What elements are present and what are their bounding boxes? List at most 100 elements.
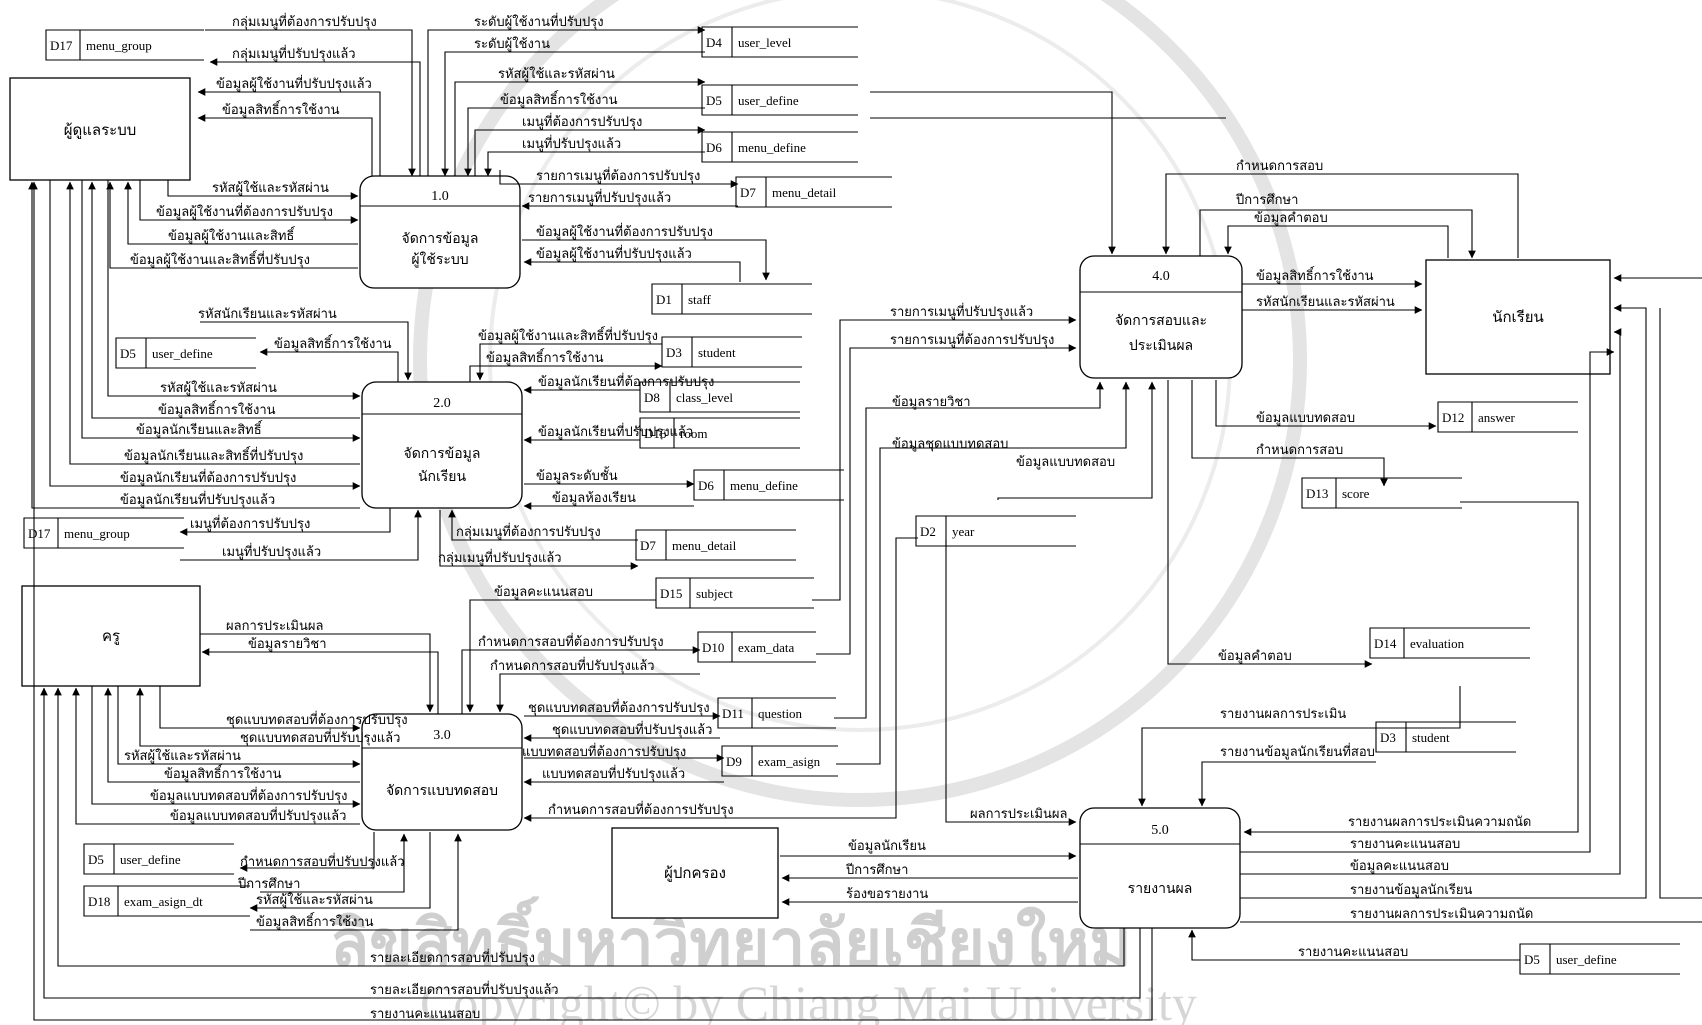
flow-label: รายละเอียดการสอบที่ปรับปรุงแล้ว xyxy=(370,981,559,998)
data-store-id: D14 xyxy=(1374,636,1397,651)
watermark-line2: Copyright© by Chiang Mai University xyxy=(420,975,1197,1025)
process-3[interactable]: 3.0 จัดการแบบทดสอบ xyxy=(361,713,523,831)
flow-label: กลุ่มเมนูที่ต้องการปรับปรุง xyxy=(456,523,601,540)
flow-label: ข้อมูลระดับชั้น xyxy=(536,466,618,484)
flow-label: ข้อมูลแบบทดสอบ xyxy=(1256,410,1355,426)
flow-lines xyxy=(28,26,1702,1021)
flow-label: รายการเมนูที่ต้องการปรับปรุง xyxy=(536,167,700,184)
flow-label: รายงานข้อมูลนักเรียนที่สอบ xyxy=(1220,743,1375,760)
flow-label: ชุดแบบทดสอบที่ปรับปรุงแล้ว xyxy=(552,721,712,738)
flow-label: เมนูที่ปรับปรุงแล้ว xyxy=(522,135,621,152)
flow-label: กำหนดการสอบที่ต้องการปรับปรุง xyxy=(548,801,734,818)
entity-teacher-box[interactable] xyxy=(21,585,201,687)
flow-label: ระดับผู้ใช้งาน xyxy=(474,36,550,52)
flow-label: ข้อมูลนักเรียนที่ปรับปรุงแล้ว xyxy=(120,491,275,508)
data-store-name: user_level xyxy=(738,35,792,50)
data-store-name: student xyxy=(698,345,736,360)
data-store-name: menu_detail xyxy=(772,185,837,200)
data-store-id: D16 xyxy=(644,426,667,441)
flow-label: รหัสผู้ใช้และรหัสผ่าน xyxy=(212,180,329,196)
flow-label: ข้อมูลห้องเรียน xyxy=(552,490,636,506)
flow-label: รายงานคะแนนสอบ xyxy=(1298,944,1408,959)
flow-label: รายงานคะแนนสอบ xyxy=(370,1006,480,1021)
flow-label: กำหนดการสอบ xyxy=(1256,442,1343,457)
data-store-d3-student[interactable]: D3 student xyxy=(661,336,802,368)
data-store-id: D17 xyxy=(50,38,73,53)
flow-label: ข้อมูลผู้ใช้งานที่ต้องการปรับปรุง xyxy=(156,203,333,220)
flow-label: ผลการประเมินผล xyxy=(226,618,323,633)
data-store-name: user_define xyxy=(152,346,213,361)
data-store-d4-user-level[interactable]: D4 user_level xyxy=(701,26,858,58)
entity-parent-box[interactable] xyxy=(611,827,779,919)
entity-student-box[interactable] xyxy=(1425,259,1611,375)
data-store-d5-user-define[interactable]: D5 user_define xyxy=(83,843,234,875)
process-2[interactable]: 2.0 จัดการข้อมูล นักเรียน xyxy=(361,381,523,509)
process-5[interactable]: 5.0 รายงานผล xyxy=(1079,807,1241,929)
flow-label: ชุดแบบทดสอบที่ปรับปรุงแล้ว xyxy=(240,729,400,746)
flow-label: กลุ่มเมนูที่ปรับปรุงแล้ว xyxy=(232,45,356,62)
flow-label: กลุ่มเมนูที่ปรับปรุงแล้ว xyxy=(438,549,562,566)
data-store-d5-user-define[interactable]: D5 user_define xyxy=(701,84,858,116)
flow-label: แบบทดสอบที่ปรับปรุงแล้ว xyxy=(542,765,685,782)
data-store-id: D5 xyxy=(706,93,722,108)
flow-label: ข้อมูลสิทธิ์การใช้งาน xyxy=(274,334,392,352)
data-store-id: D7 xyxy=(640,538,656,553)
flow-label: รายงานข้อมูลนักเรียน xyxy=(1350,882,1472,898)
data-store-id: D12 xyxy=(1442,410,1464,425)
entity-admin-box[interactable] xyxy=(9,77,191,181)
data-store-d7-menu-detail[interactable]: D7 menu_detail xyxy=(635,529,796,561)
flow-label: รหัสผู้ใช้และรหัสผ่าน xyxy=(498,66,615,82)
data-store-d7-menu-detail[interactable]: D7 menu_detail xyxy=(735,176,892,208)
data-store-name: user_define xyxy=(120,852,181,867)
process-5-name1: รายงานผล xyxy=(1128,882,1193,897)
data-store-id: D9 xyxy=(726,754,742,769)
data-store-name: menu_detail xyxy=(672,538,737,553)
data-store-id: D5 xyxy=(88,852,104,867)
data-store-id: D4 xyxy=(706,35,722,50)
flow-label: ข้อมูลแบบทดสอบที่ต้องการปรับปรุง xyxy=(150,787,348,804)
process-3-num: 3.0 xyxy=(433,728,451,743)
flow-label: ข้อมูลนักเรียน xyxy=(848,838,926,854)
data-store-name: user_define xyxy=(1556,952,1617,967)
process-4[interactable]: 4.0 จัดการสอบและ ประเมินผล xyxy=(1079,255,1243,379)
flow-label: ข้อมูลรายวิชา xyxy=(248,636,327,652)
process-4-name2: ประเมินผล xyxy=(1129,339,1193,354)
flow-label: ข้อมูลสิทธิ์การใช้งาน xyxy=(222,100,340,118)
data-store-id: D7 xyxy=(740,185,756,200)
entity-parent-label: ผู้ปกครอง xyxy=(664,865,726,882)
process-1[interactable]: 1.0 จัดการข้อมูล ผู้ใช้ระบบ xyxy=(359,175,521,289)
flow-label: ร้องขอรายงาน xyxy=(846,886,928,901)
data-store-d14-evaluation[interactable]: D14 evaluation xyxy=(1369,627,1530,659)
flow-label: ข้อมูลชุดแบบทดสอบ xyxy=(892,436,1008,452)
flow-label: ข้อมูลสิทธิ์การใช้งาน xyxy=(164,764,282,782)
data-store-id: D13 xyxy=(1306,486,1328,501)
flow-label: ชุดแบบทดสอบที่ต้องการปรับปรุง xyxy=(226,711,408,728)
process-2-name2: นักเรียน xyxy=(418,469,467,485)
flow-label: ปีการศึกษา xyxy=(1235,192,1298,207)
flow-label: เมนูที่ต้องการปรับปรุง xyxy=(522,113,642,130)
data-store-name: user_define xyxy=(738,93,799,108)
data-store-id: D3 xyxy=(666,345,682,360)
flow-label: รายงานผลการประเมินความถนัด xyxy=(1350,906,1533,921)
data-store-name: evaluation xyxy=(1410,636,1465,651)
flow-label: ข้อมูลสิทธิ์การใช้งาน xyxy=(256,912,374,930)
